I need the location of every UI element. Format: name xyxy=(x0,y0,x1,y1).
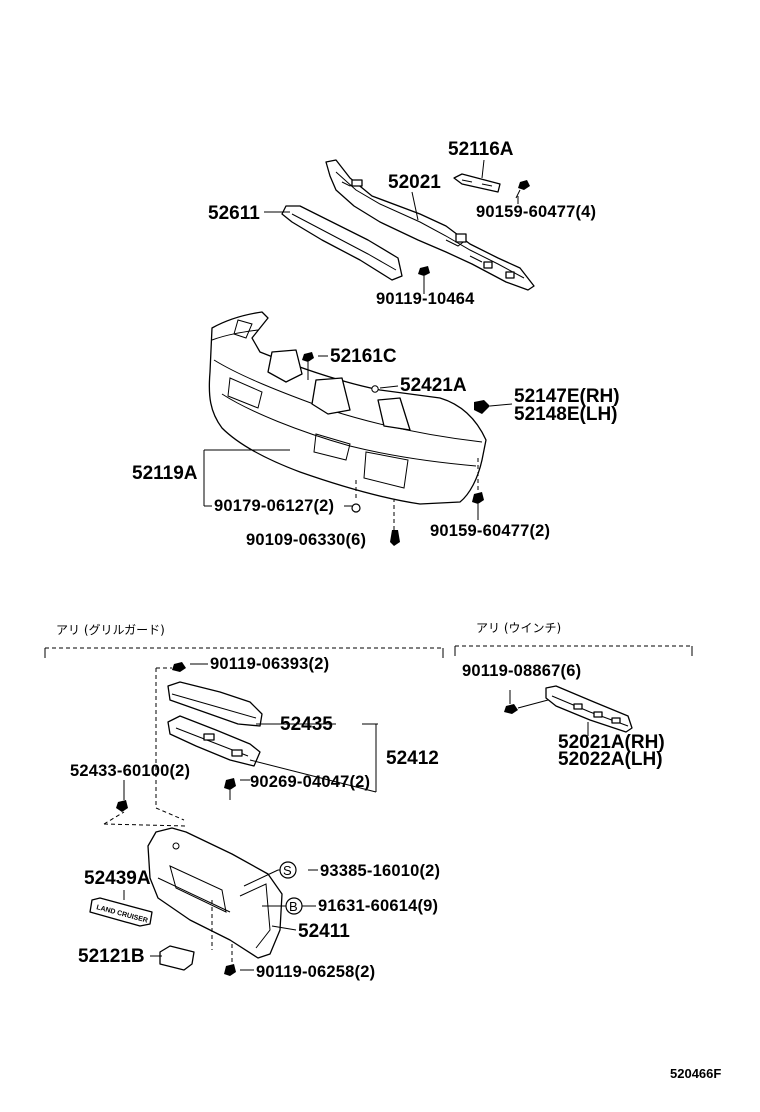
label-52021A: 52021A(RH) xyxy=(558,732,665,753)
label-52611: 52611 xyxy=(208,203,260,224)
label-93385-16010: 93385-16010(2) xyxy=(320,862,440,880)
label-91631-60614: 91631-60614(9) xyxy=(318,897,438,915)
bolt-90119-10464 xyxy=(418,266,430,292)
leader-lines-grille xyxy=(103,663,378,971)
label-90159-60477-4: 90159-60477(4) xyxy=(476,203,596,221)
winch-bracket-group xyxy=(504,685,633,736)
grille-guard-group: LAND CRUISER xyxy=(89,662,283,976)
label-52147E: 52147E(RH) xyxy=(514,386,620,407)
marker-b: B xyxy=(289,899,298,914)
fasteners-middle xyxy=(302,352,490,546)
label-52433-60100: 52433-60100(2) xyxy=(70,762,190,780)
bumper-reinforcement-group xyxy=(281,159,535,292)
leader-lines-upper xyxy=(264,159,519,294)
bracket-52116A xyxy=(453,173,501,193)
label-52412: 52412 xyxy=(386,748,439,769)
label-90269-04047: 90269-04047(2) xyxy=(250,773,370,791)
label-52116A: 52116A xyxy=(448,139,514,160)
label-52021: 52021 xyxy=(388,172,441,193)
label-52411: 52411 xyxy=(298,921,350,942)
marker-s-circle xyxy=(279,861,297,879)
bumper-reinforcement-52021 xyxy=(325,159,535,291)
label-52148E: 52148E(LH) xyxy=(514,404,618,425)
label-52119A: 52119A xyxy=(132,463,198,484)
label-90119-06393: 90119-06393(2) xyxy=(210,655,329,673)
section-label-grille-guard: アリ (グリルガード) xyxy=(56,623,165,637)
label-90119-06258: 90119-06258(2) xyxy=(256,963,375,981)
winch-bracket-52021A xyxy=(545,685,633,733)
bumper-cover-52119A xyxy=(208,311,487,505)
bolt-90159-60477-upper xyxy=(515,180,530,199)
label-52435: 52435 xyxy=(280,714,333,735)
part-labels: 52116A 52021 52611 90159-60477(4) 90119-… xyxy=(56,139,721,1081)
label-52421A: 52421A xyxy=(400,375,467,396)
label-90159-60477-2: 90159-60477(2) xyxy=(430,522,550,540)
section-brackets xyxy=(44,645,693,658)
leader-lines-middle xyxy=(203,355,513,530)
drawing-code: 520466F xyxy=(670,1066,721,1081)
grille-guard-52411 xyxy=(147,827,283,959)
label-90109-06330: 90109-06330(6) xyxy=(246,531,366,549)
label-52121B: 52121B xyxy=(78,946,145,967)
label-90179-06127: 90179-06127(2) xyxy=(214,497,334,515)
label-90119-10464: 90119-10464 xyxy=(376,290,475,308)
emblem-52439A xyxy=(89,897,153,927)
section-label-winch: アリ (ウインチ) xyxy=(476,621,561,635)
label-90119-08867: 90119-08867(6) xyxy=(462,662,581,680)
label-52161C: 52161C xyxy=(330,346,397,367)
label-52439A: 52439A xyxy=(84,868,151,889)
marker-s: S xyxy=(283,863,292,878)
guard-bar-52435 xyxy=(167,681,263,727)
plate-52121B xyxy=(159,945,195,971)
label-52022A: 52022A(LH) xyxy=(558,749,663,770)
